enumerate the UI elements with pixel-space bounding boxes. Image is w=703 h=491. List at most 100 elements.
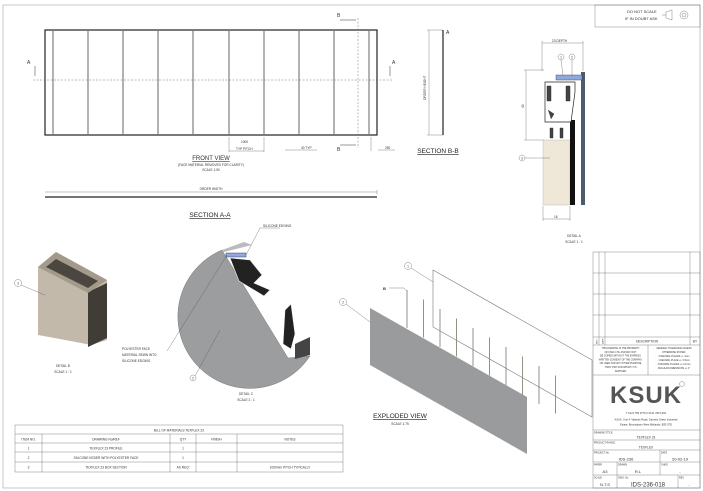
section-bb-marker: A — [446, 30, 450, 36]
front-view-scale: SCALE 1:50 — [202, 168, 220, 172]
front-view: A A B B 1000 TYP PITCH 40 TYP 250 FRONT … — [27, 13, 396, 198]
depth-dimension: 23 DEPTH — [552, 39, 568, 43]
bom-cell: TEXFLEX 23 BOX SECTION — [85, 466, 127, 470]
do-not-scale-text: DO NOT SCALE — [627, 9, 657, 14]
property-note-line: SUPPLIED — [615, 371, 627, 373]
address-line-1: KSUK, Unit 4, Valepits Road, Garretts Gr… — [615, 418, 678, 422]
tolerance-note-line: OTHERWISE STATED: — [662, 351, 686, 354]
balloon-2: 2 — [571, 56, 573, 60]
bom-cell: 1000mm PITCH TYPICALLY — [270, 466, 311, 470]
do-not-scale-box: DO NOT SCALE IF IN DOUBT ASK — [594, 4, 701, 28]
drawing-title: TEXFLEX 23 — [637, 436, 656, 440]
project-label: PROJECT No. — [594, 452, 610, 455]
tolerance-note-line: 1 DECIMAL PLACE +/- 0.5mm — [658, 359, 689, 362]
property-note-line: THIS DRAWING IS THE PROPERTY — [601, 347, 640, 350]
rev-label: REV — [679, 477, 684, 480]
projection-symbol-icon — [662, 9, 689, 21]
bom-header: QTY — [180, 438, 187, 442]
balloon-1: 1 — [407, 265, 409, 269]
date-label: DATE — [661, 452, 668, 455]
drawn-by: R.L — [635, 469, 642, 474]
section-bb-title: SECTION B-B — [417, 148, 459, 155]
balloon-1: 1 — [560, 56, 562, 60]
rev-header: REV — [597, 339, 599, 344]
tolerance-note-line: 0 DECIMAL PLACES +/- 1mm — [659, 355, 690, 358]
detail-c: SILICONE EDGING POLYESTER FACE MATERIAL … — [122, 224, 311, 402]
phone-text: T 0121 783 0779 F 0121 783 1304 — [626, 411, 666, 415]
registered-mark-icon — [679, 381, 685, 387]
detail-c-title: DETAIL C — [239, 392, 254, 396]
project-number: IDS-236 — [619, 457, 634, 462]
exploded-view: 1 2 B EXPLODED VIEW SCALE 1:75 — [339, 262, 593, 454]
exploded-view-scale: SCALE 1:75 — [391, 422, 409, 426]
section-b-marker-bottom: B — [337, 147, 341, 153]
drawn-label: DRAWN — [618, 464, 627, 467]
sheet-border — [2, 4, 701, 489]
silicone-edging-label: SILICONE EDGING — [263, 224, 292, 228]
balloon-3: 3 — [17, 282, 19, 286]
end-offset-dimension: 250 — [385, 146, 391, 150]
bom-header: ITEM NO. — [21, 438, 35, 442]
checked-label: CHKD — [661, 464, 668, 467]
tolerance-note-line: ANGULAR DIMENSIONS +/- 1° — [658, 367, 691, 370]
tolerance-note-line: GENERAL TOLERANCE UNLESS — [656, 347, 692, 350]
property-note-line: OF KSUK LTD. AND MAY NOT — [605, 351, 637, 354]
drawing-title-label: DRAWING TITLE — [594, 432, 613, 435]
product-range: TEXFLEX — [639, 446, 654, 450]
detail-b-title: DETAIL B — [56, 364, 70, 368]
section-b-marker-top: B — [337, 13, 341, 19]
bom-cell: 1 — [182, 447, 184, 451]
polyester-face-label-2: MATERIAL SEWN INTO — [122, 353, 157, 357]
bom-header: DRAWING No/REF — [92, 438, 120, 442]
pitch-label: TYP PITCH — [236, 147, 253, 151]
tolerance-note-line: 2 DECIMAL PLACES +/- 0.1mm — [658, 363, 691, 366]
balloon-3: 3 — [521, 157, 523, 161]
paper-label: PAPER — [594, 464, 602, 467]
property-note-line: OR USED FOR ANY OTHER PURPOSE — [600, 362, 642, 365]
balloon-2: 2 — [192, 377, 194, 381]
bom-header: NOTES — [285, 438, 296, 442]
bom-cell: 2 — [28, 456, 30, 460]
if-in-doubt-text: IF IN DOUBT ASK — [625, 16, 658, 21]
polyester-face-label: POLYESTER FACE — [122, 347, 150, 351]
property-note-line: BE COPIED WITHOUT THE EXPRESS — [600, 356, 641, 358]
detail-a: 23 DEPTH 40 16 1 2 3 DETAIL A SCALE 1 : … — [518, 39, 585, 244]
bom-cell: SILICONE KEDER WITH POLYESTER FACE — [74, 456, 139, 460]
property-note-line: WRITTEN CONSENT OF THE COMPANY — [599, 358, 643, 361]
polyester-face-label-3: SILICONE EDGING — [122, 359, 151, 363]
detail-b-marker: B — [383, 286, 386, 291]
address-line-2: Estate, Birmingham West Midlands, B33 0T… — [620, 423, 672, 427]
by-header: BY — [693, 340, 698, 344]
front-view-subtitle: (FACE MATERIAL REMOVED FOR CLARITY) — [178, 163, 244, 167]
detail-b-scale: SCALE 1 : 1 — [54, 370, 72, 374]
front-view-title: FRONT VIEW — [192, 156, 230, 162]
bar-width-dimension: 40 TYP — [301, 146, 312, 150]
detail-b: 3 DETAIL B SCALE 1 : 1 — [14, 252, 107, 374]
section-bb: A ORDER HEIGHT SECTION B-B — [417, 29, 459, 155]
bom-header: FINISH — [211, 438, 222, 442]
height-dimension: 40 — [521, 104, 525, 108]
ksuk-logo: KSUK — [610, 382, 682, 409]
title-block: REV DATE DESCRIPTION BY THIS DRAWING IS … — [592, 251, 701, 489]
bom-cell: AS REQ' — [177, 466, 190, 470]
dwg-no-label: DWG. No. — [618, 477, 629, 480]
section-aa-title: SECTION A-A — [189, 212, 231, 219]
pitch-dimension: 1000 — [241, 140, 248, 144]
bom-cell: 3 — [28, 466, 30, 470]
section-a-marker-right: A — [392, 60, 396, 66]
exploded-view-title: EXPLODED VIEW — [373, 413, 428, 420]
order-width-label: ORDER WIDTH — [200, 187, 224, 191]
product-range-label: PRODUCT RANGE — [594, 442, 615, 445]
order-height-label: ORDER HEIGHT — [423, 76, 427, 100]
detail-c-scale: SCALE 2 : 1 — [237, 398, 255, 402]
revision-value: - — [688, 482, 690, 487]
bom-cell: 1 — [182, 456, 184, 460]
section-a-marker-left: A — [27, 60, 31, 66]
scale-label: SCALE — [594, 477, 602, 480]
balloon-2: 2 — [342, 301, 344, 305]
description-header: DESCRIPTION — [636, 340, 658, 344]
drawing-number: IDS-236-018 — [631, 483, 666, 489]
date-value: 20-02-19 — [672, 457, 689, 462]
scale-value: N.T.S — [600, 482, 610, 487]
